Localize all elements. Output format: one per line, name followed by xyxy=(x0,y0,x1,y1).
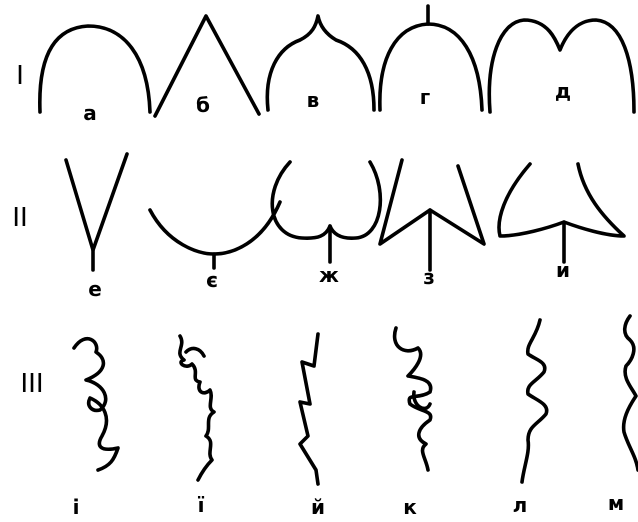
figure-label-l: л xyxy=(513,493,528,517)
row-label-1: I xyxy=(16,59,24,90)
figure-m-entire-margin xyxy=(624,316,638,470)
figure-v-cusped-apex xyxy=(267,16,374,110)
figure-label-y: и xyxy=(556,258,570,282)
row-label-3: III xyxy=(20,367,43,398)
figure-i-sinuate-margin xyxy=(74,339,118,470)
figure-label-zh: ж xyxy=(319,263,339,287)
figure-label-g: г xyxy=(420,85,430,109)
figure-l-crenate-margin xyxy=(522,320,547,482)
figure-label-b: б xyxy=(196,93,210,117)
figure-a-rounded-apex xyxy=(40,26,150,112)
figure-z-sagittate-base xyxy=(380,160,484,270)
figure-y-serrate-margin xyxy=(300,334,318,484)
figure-label-z: з xyxy=(423,265,435,289)
figure-g-mucronate-apex xyxy=(380,6,482,110)
figure-label-v: в xyxy=(307,88,320,112)
figure-label-yi: ї xyxy=(198,493,205,517)
figure-label-m: м xyxy=(608,491,624,515)
figure-yi-doubly-toothed-margin xyxy=(180,336,214,480)
figure-ye-rounded-base xyxy=(150,202,280,268)
figure-label-d: д xyxy=(555,79,571,103)
figure-zh-cordate-base xyxy=(272,162,380,262)
figure-label-ye: є xyxy=(206,268,218,292)
figure-label-y-short: й xyxy=(311,495,325,519)
figure-label-e: е xyxy=(88,277,102,301)
figure-e-cuneate-base xyxy=(66,154,127,270)
figure-k-lobed-margin xyxy=(395,328,431,470)
figure-label-k: к xyxy=(403,495,417,519)
figure-label-i: і xyxy=(73,495,80,519)
figure-label-a: а xyxy=(83,101,97,125)
figure-y-hastate-base xyxy=(499,164,624,262)
row-label-2: II xyxy=(12,201,28,232)
